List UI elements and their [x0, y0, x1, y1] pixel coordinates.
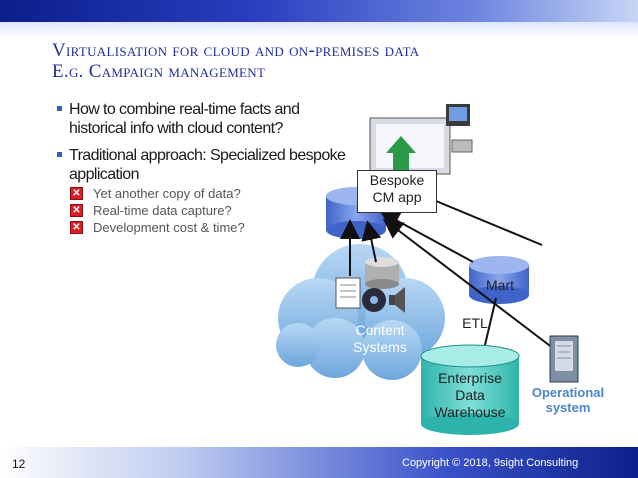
- bullet-square-icon: [57, 106, 62, 111]
- bullet-text: How to combine real-time facts and histo…: [69, 101, 300, 137]
- title-line-1: Virtualisation for cloud and on-premises…: [52, 40, 420, 61]
- top-banner-glow: [0, 22, 638, 38]
- content-line-2: Systems: [353, 339, 407, 355]
- sub-bullet-text: Development cost & time?: [93, 220, 245, 235]
- sub-bullet-text: Yet another copy of data?: [93, 186, 241, 201]
- operational-line-1: Operational: [531, 385, 605, 400]
- content-line-1: Content: [355, 322, 405, 338]
- up-arrow-icon: [386, 136, 416, 174]
- x-mark-icon: ✕: [70, 187, 83, 200]
- bullet-square-icon: [57, 152, 62, 157]
- content-systems-label: Content Systems: [340, 322, 420, 356]
- copyright-text: Copyright © 2018, 9sight Consulting: [402, 457, 579, 469]
- document-icon: [335, 277, 361, 309]
- cloud-shape: [276, 244, 445, 380]
- title-line-2: E.g. Campaign management: [52, 61, 266, 82]
- bullet-text: Traditional approach: Specialized bespok…: [69, 147, 346, 183]
- bespoke-line-1: Bespoke: [369, 172, 425, 188]
- speaker-icon: [389, 287, 405, 313]
- edw-label: Enterprise Data Warehouse: [421, 370, 519, 421]
- x-mark-icon: ✕: [70, 221, 83, 234]
- monitor-icon: [369, 104, 473, 175]
- bullet-item: Traditional approach: Specialized bespok…: [57, 146, 357, 184]
- etl-connector: [484, 297, 497, 346]
- edw-line-1: Enterprise: [438, 370, 502, 386]
- arrow-operational-to-layer: [382, 218, 567, 359]
- sub-bullet: ✕ Yet another copy of data?: [57, 185, 357, 202]
- footer-banner: [0, 447, 638, 478]
- arrow-db-to-layer: [361, 220, 382, 263]
- sub-bullet-text: Real-time data capture?: [93, 203, 232, 218]
- operational-system-label: Operational system: [525, 385, 611, 415]
- bullet-item: How to combine real-time facts and histo…: [57, 100, 357, 138]
- mart-label: Mart: [486, 277, 514, 293]
- sub-bullet: ✕ Real-time data capture?: [57, 202, 357, 219]
- page-number: 12: [12, 457, 26, 471]
- slide-title: Virtualisation for cloud and on-premises…: [52, 40, 420, 82]
- mart-cylinder: [469, 256, 529, 304]
- edw-line-2: Data: [455, 387, 485, 403]
- top-banner: [0, 0, 638, 22]
- arrow-mart-to-layer: [379, 211, 474, 263]
- edw-cylinder: [420, 344, 520, 435]
- etl-label: ETL: [462, 315, 488, 331]
- bespoke-line-2: CM app: [372, 189, 422, 205]
- film-reel-icon: [362, 288, 386, 312]
- edw-line-3: Warehouse: [434, 404, 506, 420]
- database-icon: [365, 257, 399, 289]
- server-icon: [549, 335, 579, 383]
- sub-bullet: ✕ Development cost & time?: [57, 219, 357, 236]
- x-mark-icon: ✕: [70, 204, 83, 217]
- operational-line-2: system: [545, 400, 591, 415]
- bespoke-app-label: Bespoke CM app: [357, 170, 437, 213]
- bullet-list: How to combine real-time facts and histo…: [57, 100, 357, 236]
- mart-connector: [423, 195, 543, 246]
